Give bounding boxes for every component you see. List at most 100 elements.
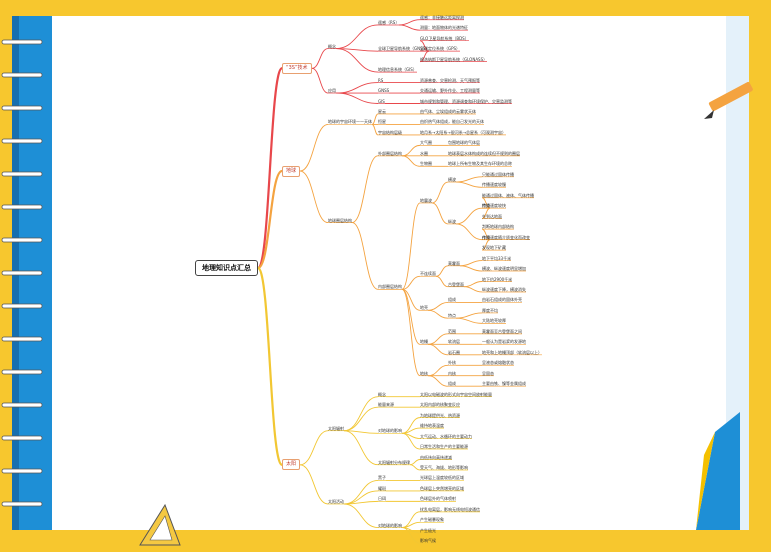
mindmap-node[interactable]: 纵波速度下降，横波消失 [482, 286, 526, 292]
mindmap-node[interactable]: 先到达地面 [482, 213, 502, 219]
mindmap-node[interactable]: 作用 [482, 234, 490, 240]
mindmap-node[interactable]: 生物圈 [420, 161, 432, 167]
mindmap-node[interactable]: 由气体、尘埃组成的云雾状天体 [420, 108, 476, 114]
mindmap-node[interactable]: 产生磁暴现象 [420, 517, 444, 523]
mindmap-node[interactable]: 地核 [420, 370, 428, 376]
mindmap-node[interactable]: 特点 [482, 203, 490, 209]
mindmap-node[interactable]: 范围 [448, 328, 456, 334]
mindmap-node[interactable]: 受天气、海拔、地形等影响 [420, 464, 468, 470]
mindmap-node[interactable]: 大陆地壳较厚 [482, 318, 506, 324]
mindmap-node[interactable]: 不连续面 [420, 271, 436, 277]
mindmap-node[interactable]: 概念 [378, 391, 386, 397]
mindmap-node[interactable]: 全球卫星导航系统（GNSS） [378, 46, 430, 52]
mindmap-node[interactable]: 外部圈层结构 [378, 150, 402, 156]
mindmap-node[interactable]: 光球层上温度较低的区域 [420, 475, 464, 481]
mindmap-node[interactable]: 耀斑 [378, 485, 386, 491]
mindmap-node[interactable]: RS [378, 77, 384, 83]
mindmap-node[interactable]: 应用 [328, 88, 336, 94]
mindmap-node[interactable]: 岩石圈 [448, 349, 460, 355]
mindmap-node[interactable]: 横波 [448, 177, 456, 183]
mindmap-node[interactable]: 影响气候 [420, 538, 436, 544]
mindmap-node[interactable]: 格洛纳斯卫星导航系统（GLONASS） [420, 56, 488, 62]
mindmap-node[interactable]: 莫霍面 [448, 260, 460, 266]
mindmap-node[interactable]: 地幔 [420, 339, 428, 345]
mindmap-node[interactable]: 判断地球内部结构 [482, 224, 514, 230]
mindmap-node[interactable]: 软流层 [448, 339, 460, 345]
mindmap-node[interactable]: 色球层上突然增亮的区域 [420, 485, 464, 491]
mindmap-node[interactable]: 全球定位系统（GPS） [420, 46, 461, 52]
mindmap-node[interactable]: 交通运输、野外作业、工程测量等 [420, 88, 480, 94]
mindmap-node[interactable]: 只能通过固体传播 [482, 171, 514, 177]
mindmap-node[interactable]: 色球层外的气体喷射 [420, 496, 456, 502]
mindmap-node[interactable]: 大气圈 [420, 140, 432, 146]
mindmap-node[interactable]: 为地球提供光、热资源 [420, 412, 460, 418]
mindmap-node[interactable]: 日常生活和生产的主要能源 [420, 444, 468, 450]
mindmap-node[interactable]: 地球上所有生物及其生存环境的总称 [448, 161, 512, 167]
mindmap-node[interactable]: 地月系→太阳系→银河系→总星系（可观测宇宙） [420, 129, 507, 135]
mindmap-node[interactable]: 外核 [448, 360, 456, 366]
mindmap-node[interactable]: 发现地下矿藏 [482, 245, 506, 251]
mindmap-node[interactable]: 古登堡面 [448, 281, 464, 287]
mindmap-node[interactable]: 组成 [448, 381, 456, 387]
mindmap-node[interactable]: 横波、纵波速度明显增加 [482, 266, 526, 272]
mindmap-node[interactable]: 地理信息系统（GIS） [378, 67, 417, 73]
mindmap-node[interactable]: 特点 [448, 313, 456, 319]
mindmap-node[interactable]: 地壳和上地幔顶部（软流层以上） [482, 349, 542, 355]
mindmap-node[interactable]: 内部圈层结构 [378, 284, 402, 290]
mindmap-node[interactable]: 能通过固体、液体、气体传播 [482, 192, 534, 198]
mindmap-node[interactable]: 由炽热气体组成，能自己发光的天体 [420, 119, 484, 125]
mindmap-node[interactable]: 黑子 [378, 475, 386, 481]
mindmap-node[interactable]: 城市规划和管理、资源调查和环境保护、灾害监测等 [420, 98, 512, 104]
mindmap-node[interactable]: 传播速度较快 [482, 203, 506, 209]
mindmap-node[interactable]: 遥感：非接触远距离探测 [420, 14, 464, 20]
mindmap-node[interactable]: 传播速度随介质变化而改变 [482, 234, 530, 240]
mindmap-node[interactable]: 能量来源 [378, 402, 394, 408]
mindmap-node[interactable]: 太阳辐射 [328, 425, 344, 431]
mindmap-node[interactable]: 对地球的影响 [378, 522, 402, 528]
mindmap-node[interactable]: GNSS [378, 88, 390, 94]
mindmap-node[interactable]: 呈固态 [482, 370, 494, 376]
mindmap-node[interactable]: 地壳 [420, 305, 428, 311]
root-topic[interactable]: 地理知识点汇总 [195, 260, 258, 276]
branch-topic[interactable]: 地球 [282, 165, 301, 177]
mindmap-node[interactable]: GLO卫星导航系统（BDS） [420, 35, 469, 41]
branch-topic[interactable]: “3S”技术 [282, 62, 312, 74]
mindmap-node[interactable]: 由低纬向高纬递减 [420, 454, 452, 460]
mindmap-node[interactable]: 纵波 [448, 218, 456, 224]
mindmap-node[interactable]: 太阳内部的核聚变反应 [420, 402, 460, 408]
mindmap-node[interactable]: GIS [378, 98, 385, 104]
mindmap-node[interactable]: 地震波 [420, 197, 432, 203]
mindmap-node[interactable]: 维持地表温度 [420, 423, 444, 429]
mindmap-node[interactable]: 内核 [448, 370, 456, 376]
mindmap-node[interactable]: 一般认为是岩浆的发源地 [482, 339, 526, 345]
mindmap-node[interactable]: 莫霍面至古登堡面之间 [482, 328, 522, 334]
mindmap-node[interactable]: 厚度不均 [482, 307, 498, 313]
mindmap-node[interactable]: 概念 [328, 43, 336, 49]
mindmap-node[interactable]: 恒星 [378, 119, 386, 125]
mindmap-node[interactable]: 传播速度较慢 [482, 182, 506, 188]
mindmap-node[interactable]: 大气运动、水循环的主要动力 [420, 433, 472, 439]
mindmap-node[interactable]: 日珥 [378, 496, 386, 502]
mindmap-node[interactable]: 宇宙结构层级 [378, 129, 402, 135]
mindmap-node[interactable]: 对地球的影响 [378, 428, 402, 434]
mindmap-node[interactable]: 扰乱电离层，影响无线电短波通信 [420, 506, 480, 512]
mindmap-node[interactable]: 主要由铁、镍等金属组成 [482, 381, 526, 387]
mindmap-node[interactable]: 地下约2900千米 [482, 276, 513, 282]
mindmap-node[interactable]: 太阳以电磁波的形式向宇宙空间放射能量 [420, 391, 492, 397]
mindmap-node[interactable]: 太阳活动 [328, 499, 344, 504]
mindmap-node[interactable]: 测量：地面物体的光谱特征 [420, 25, 468, 31]
mindmap-node[interactable]: 产生极光 [420, 527, 436, 533]
mindmap-node[interactable]: 包围地球的气体层 [448, 140, 480, 146]
mindmap-node[interactable]: 组成 [448, 297, 456, 303]
mindmap-node[interactable]: 地球圈层结构 [328, 217, 352, 223]
branch-topic[interactable]: 太阳 [282, 459, 301, 471]
mindmap-node[interactable]: 由岩石组成的固体外壳 [482, 297, 522, 303]
mindmap-node[interactable]: 地下平均33千米 [482, 255, 512, 261]
mindmap-node[interactable]: 地球表层水体构成的连续但不规则的圈层 [448, 150, 520, 156]
mindmap-node[interactable]: 星云 [378, 108, 386, 114]
mindmap-node[interactable]: 地球的宇宙环境——天体 [328, 119, 372, 125]
mindmap-node[interactable]: 水圈 [420, 150, 428, 156]
mindmap-node[interactable]: 遥感（RS） [378, 19, 400, 25]
mindmap-node[interactable]: 呈液态或熔融状态 [482, 360, 514, 366]
mindmap-node[interactable]: 太阳辐射分布规律 [378, 459, 410, 465]
